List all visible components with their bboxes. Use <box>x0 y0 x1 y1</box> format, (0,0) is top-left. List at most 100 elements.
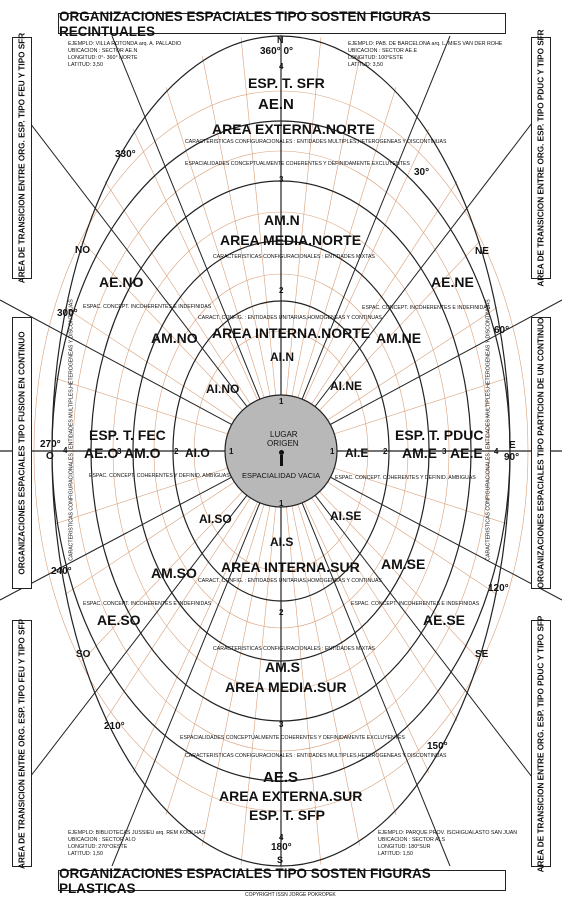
south-caract-int: CARACT. CONFIG. : ENTIDADES UNITARIAS,HO… <box>198 578 382 584</box>
example-top-right: EJEMPLO: PAB. DE BARCELONA arq. L. MIES … <box>348 41 503 69</box>
south-am: AM.S <box>265 659 300 675</box>
west-espac: ESPAC. CONCEPT. COHERENTES Y DEFINID. AM… <box>89 473 230 479</box>
so-am: AM.SO <box>151 565 197 581</box>
example-bottom-right: EJEMPLO: PARQUE PROV. ISCHIGUALASTO SAN … <box>378 830 518 858</box>
ne-espac: ESPAC. CONCEPT. INCOHERENTES E INDEFINID… <box>362 305 491 311</box>
west-ring-1: 1 <box>229 447 234 456</box>
band-left-bottom: AREA DE TRANSICION ENTRE ORG. ESP. TIPO … <box>12 619 32 868</box>
north-espac: ESPACIALIDADES CONCEPTUALMENTE COHERENTE… <box>185 161 410 167</box>
north-degree: 360° 0° <box>260 46 294 57</box>
east-ring-4: 4 <box>494 447 499 456</box>
south-ai: AI.S <box>270 535 294 549</box>
radial-grid-line <box>280 450 322 865</box>
west-vertical-carac: CARACTERISTICAS CONFIGURACIONALES : ENTI… <box>68 299 75 561</box>
east-esp: ESP. T. PDUC <box>395 427 484 443</box>
ne-letter: NE <box>475 246 489 257</box>
diagonal-210 <box>111 450 282 867</box>
se-degree-150: 150° <box>427 741 448 752</box>
north-carac: CARACTERISTICAS CONFIGURACIONALES : ENTI… <box>185 139 447 145</box>
radial-grid-line <box>132 129 282 452</box>
so-letter: SO <box>76 649 91 660</box>
north-ring-4: 4 <box>279 62 284 71</box>
east-ring-2: 2 <box>383 447 388 456</box>
east-letter: E <box>509 440 516 451</box>
diagonal-ne-outer <box>280 109 543 452</box>
north-letter: N <box>277 35 284 45</box>
ne-ae: AE.NE <box>431 274 474 290</box>
hub-label-origen: ORIGEN <box>267 439 299 448</box>
south-area-ext: AREA EXTERNA.SUR <box>219 788 363 804</box>
radial-grid-line <box>132 450 282 773</box>
west-letter: O <box>46 451 54 462</box>
ne-degree-30: 30° <box>414 167 430 178</box>
south-espac: ESPACIALIDADES CONCEPTUALMENTE COHERENTE… <box>180 735 405 741</box>
bottom-title: ORGANIZACIONES ESPACIALES TIPO SOSTEN FI… <box>58 866 506 896</box>
east-ai: AI.E <box>345 446 369 460</box>
south-ring-1: 1 <box>279 499 284 508</box>
north-ai: AI.N <box>270 350 294 364</box>
ne-degree-60: 60° <box>494 325 510 336</box>
person-figure-icon <box>279 450 284 466</box>
diagonal-30 <box>280 35 451 452</box>
se-degree-120: 120° <box>488 583 509 594</box>
south-carac: CARACTERISTICAS CONFIGURACIONALES : ENTI… <box>185 753 447 759</box>
radial-grid-line <box>165 87 282 452</box>
south-area-media: AREA MEDIA.SUR <box>225 679 347 695</box>
west-ai: AI.O <box>185 446 210 460</box>
east-ring-1: 1 <box>330 447 335 456</box>
south-carac-mid: CARACTERISTICAS CONFIGURACIONALES : ENTI… <box>213 646 375 652</box>
east-am: AM.E <box>402 445 437 461</box>
so-degree-240: 240° <box>51 566 72 577</box>
north-carac-mid: CARACTERISTICAS CONFIGURACIONALES : ENTI… <box>213 254 375 260</box>
west-ring-3: 3 <box>117 447 122 456</box>
diagonal-330 <box>111 35 282 452</box>
ne-am: AM.NE <box>376 330 422 346</box>
diagonal-so-outer <box>19 450 282 791</box>
south-esp: ESP. T. SFP <box>249 807 325 823</box>
diagonal-se-outer <box>280 450 543 791</box>
south-letter: S <box>277 855 284 865</box>
east-espac: ESPAC. CONCEPT. COHERENTES Y DEFINID. AM… <box>335 475 476 481</box>
west-am: AM.O <box>124 445 161 461</box>
so-espac: ESPAC. CONCEPT. INCOHERENTES E INDEFINID… <box>83 601 212 607</box>
band-right-bottom: AREA DE TRANSICION ENTRE ORG. ESP. TIPO … <box>531 615 551 872</box>
band-right-mid: ORGANIZACIONES ESPACIALES TIPO PARTICION… <box>531 317 551 589</box>
north-ring-3: 3 <box>279 175 284 184</box>
no-am: AM.NO <box>151 330 198 346</box>
radial-grid-line <box>280 129 430 452</box>
se-espac: ESPAC. CONCEPT. INCOHERENTES E INDEFINID… <box>351 601 480 607</box>
hub-label-lugar: LUGAR <box>270 430 298 439</box>
no-degree-300: 300° <box>57 308 78 319</box>
se-letter: SE <box>475 649 489 660</box>
diagonal-no-outer <box>19 109 282 452</box>
south-ae: AE.S <box>263 769 299 786</box>
east-degree: 90° <box>504 452 520 463</box>
radial-grid-line <box>240 450 282 865</box>
band-right-top: AREA DE TRANSICION ENTRE ORG. ESP. TIPO … <box>531 29 551 287</box>
no-degree-330: 330° <box>115 149 136 160</box>
radial-grid-line <box>240 37 282 452</box>
east-vertical-carac: CARACTERISTICAS CONFIGURACIONALES : ENTI… <box>485 299 492 561</box>
so-ai: AI.SO <box>199 512 232 526</box>
band-left-top: AREA DE TRANSICION ENTRE ORG. ESP. TIPO … <box>12 33 32 283</box>
radial-grid-line <box>280 37 322 452</box>
se-am: AM.SE <box>381 556 426 572</box>
west-ae: AE.O <box>84 445 119 461</box>
radial-grid-line <box>280 450 430 773</box>
south-degree: 180° <box>271 842 292 853</box>
south-ring-4: 4 <box>279 833 284 842</box>
radial-grid-line <box>202 450 282 846</box>
no-letter: NO <box>75 245 90 256</box>
hub-label-espacialidad: ESPACIALIDAD VACIA <box>242 471 321 480</box>
north-ring-2: 2 <box>279 286 284 295</box>
north-area-media: AREA MEDIA.NORTE <box>220 232 362 248</box>
north-area-int: AREA INTERNA.NORTE <box>212 325 371 341</box>
se-ae: AE.SE <box>423 612 466 628</box>
diagonal-150 <box>280 450 451 867</box>
east-ae: AE.E <box>450 445 483 461</box>
north-ae: AE.N <box>258 96 294 113</box>
example-bottom-left: EJEMPLO: BIBLIOTECAS JUSSIEU arq. REM KO… <box>68 830 206 858</box>
